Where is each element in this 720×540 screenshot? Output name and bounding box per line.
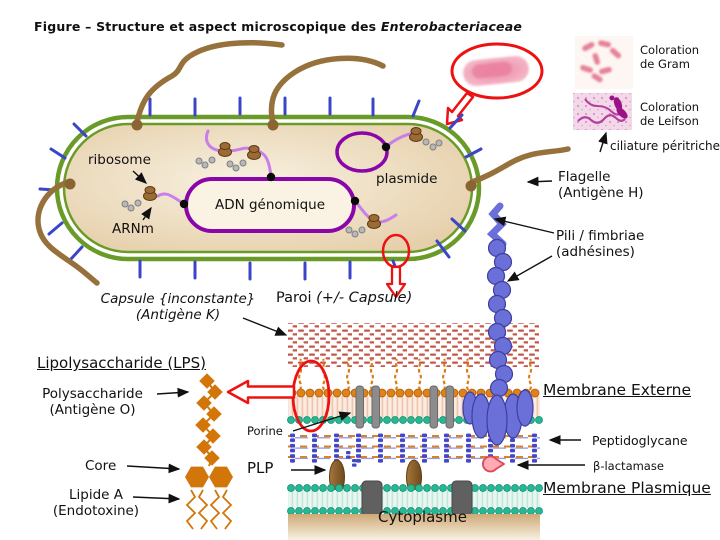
figure-title: Figure – Structure et aspect microscopiq… [34,19,523,34]
ciliature-label: ciliature péritriche [610,139,720,153]
leifson-stain-label: Coloration de Leifson [640,100,700,129]
core-label: Core [85,458,117,474]
capsule-label: Capsule {inconstante} (Antigène K) [100,291,256,324]
gram-stain-image [575,36,633,89]
red-arrow-paroi [385,265,407,299]
plp-label: PLP [247,459,274,477]
paroi-label: Paroi (+/- Capsule) [276,290,413,306]
peptide-chains [121,138,443,238]
membrane-plasmique-layer [287,480,543,516]
porin-channels [355,385,454,429]
membrane-plasmique-label: Membrane Plasmique [543,479,711,497]
adn-genomique-label: ADN génomique [214,197,326,213]
plasmide-loop [335,131,389,173]
lipide-a-label: Lipide A (Endotoxine) [52,487,140,520]
beta-lactamase-shape [482,455,505,473]
pointer-arrows [126,131,608,504]
pili-label: Pili / fimbriae (adhésines) [556,228,645,261]
porine-label: Porine [247,424,283,438]
membrane-externe-label: Membrane Externe [543,381,692,399]
gram-callout-ellipse [450,42,544,100]
polysaccharide-label: Polysaccharide (Antigène O) [42,386,143,419]
flagella-anchors [64,119,477,192]
flagelle-label: Flagelle (Antigène H) [558,169,644,202]
peptidoglycane-label: Peptidoglycane [592,433,688,448]
dna-junction-dots [179,142,391,209]
lps-detail-structure [185,373,233,530]
plasmide-label: plasmide [376,171,438,187]
beta-lactamase-label: β-lactamase [593,459,664,473]
cytoplasme-label: Cytoplasme [378,508,467,526]
arnm-label: ARNm [112,221,154,237]
leifson-stain-image [573,93,632,130]
cytoplasme-band [288,514,540,540]
ribosome-label: ribosome [88,152,151,168]
species-name: Enterobacteriaceae [380,19,523,34]
red-arrow-lps [226,379,296,405]
lps-title: Lipolysaccharide (LPS) [37,354,206,372]
ribosomes [143,127,423,229]
lps-chains [298,358,533,391]
gram-stain-label: Coloration de Gram [640,43,700,72]
flagella [35,39,571,286]
